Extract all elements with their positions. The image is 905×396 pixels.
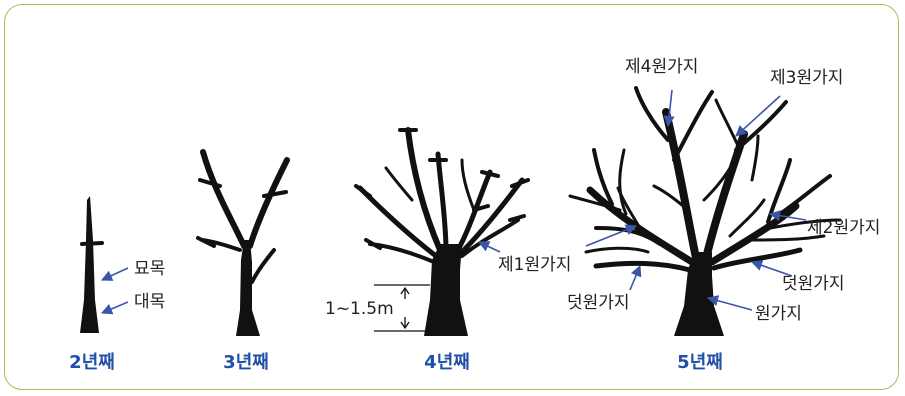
- tree-year-2: [80, 196, 104, 333]
- year-label-3: 3년째: [223, 352, 269, 373]
- label-height: 1~1.5m: [325, 299, 394, 319]
- arrow-first-main-branch: [477, 241, 501, 253]
- height-dimension: [374, 284, 430, 332]
- arrow-third-main-branch: [735, 95, 781, 137]
- arrow-fourth-main-branch: [663, 89, 675, 128]
- tree-year-4: [354, 127, 530, 336]
- label-third-main-branch: 제3원가지: [770, 68, 843, 88]
- label-main-branch: 원가지: [755, 304, 802, 324]
- figure-frame: [4, 4, 899, 390]
- label-seedling: 묘목: [134, 259, 165, 279]
- year-label-5: 5년째: [677, 352, 723, 373]
- label-second-main-branch: 제2원가지: [807, 218, 880, 238]
- arrow-main-branch: [706, 295, 753, 311]
- arrow-sub-branch-left: [629, 264, 642, 291]
- label-rootstock: 대목: [134, 292, 165, 312]
- year-label-2: 2년째: [69, 352, 115, 373]
- label-fourth-main-branch: 제4원가지: [625, 57, 698, 77]
- label-sub-branch-left: 덧원가지: [567, 293, 630, 313]
- arrow-sub-branch-right: [750, 260, 793, 277]
- label-first-main-branch: 제1원가지: [498, 255, 571, 275]
- tree-year-5: [568, 86, 842, 336]
- arrow-trunk: [100, 301, 129, 315]
- label-sub-branch-right: 덧원가지: [782, 274, 845, 294]
- year-label-4: 4년째: [424, 352, 470, 373]
- arrow-first-main-branch-5: [585, 224, 638, 247]
- arrow-seedling: [100, 267, 129, 281]
- tree-year-3: [196, 149, 290, 336]
- arrow-second-main-branch: [768, 210, 807, 222]
